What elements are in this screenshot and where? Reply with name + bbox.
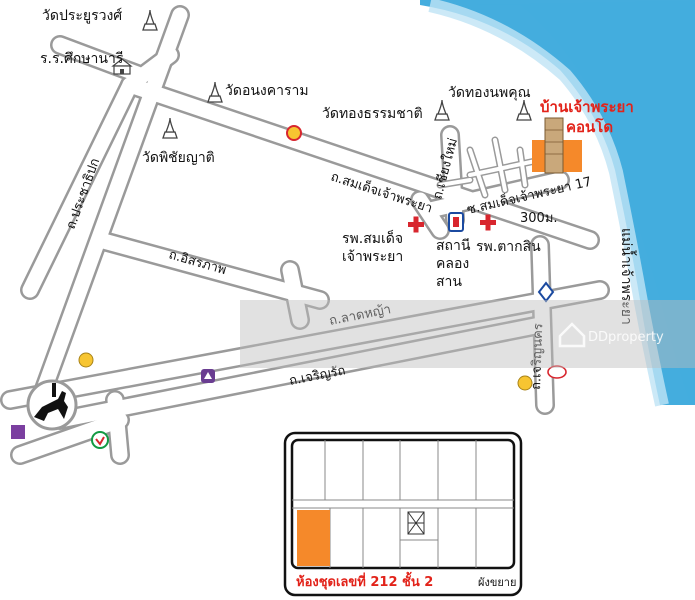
hospital-icon [408, 216, 424, 233]
station-line1: สถานี [436, 238, 471, 254]
hosp-somdet-line1: รพ.สมเด็จ [342, 229, 403, 247]
label-wat-thongnopphakhun: วัดทองนพคุณ [448, 85, 531, 101]
station-line2: คลอง [436, 256, 469, 272]
label-wat-thongthammachat: วัดทองธรรมชาติ [322, 106, 423, 122]
label-school-suksanari: ร.ร.ศึกษานารี [40, 51, 124, 67]
bank-icon [78, 352, 94, 368]
stair-icon [407, 511, 425, 535]
bank-icon [201, 369, 215, 383]
watermark-house-icon [558, 322, 586, 348]
temple-icons [142, 9, 532, 139]
highlighted-unit [297, 510, 330, 566]
watermark-text: DDproperty [588, 330, 664, 345]
gas-station-icon [547, 365, 567, 379]
label-wat-prayurawong: วัดประยูรวงศ์ [42, 7, 122, 24]
floorplan-caption: ห้องชุดเลขที่ 212 ชั้น 2 [296, 571, 433, 590]
label-wat-phichaiyat: วัดพิชัยญาติ [142, 150, 215, 166]
watermark-logo: DDproperty [558, 322, 664, 348]
road-network [0, 5, 610, 465]
floorplan-panel: ห้องชุดเลขที่ 212 ชั้น 2 ผังขยาย [283, 431, 523, 597]
label-river: แม่น้ำเจ้าพระยา [618, 228, 637, 325]
project-name-line2: คอนโด [566, 117, 613, 136]
project-name-line1: บ้านเจ้าพระยา [540, 98, 634, 116]
floorplan-note: ผังขยาย [478, 576, 516, 589]
temple-icon [142, 9, 158, 31]
school-icon [111, 58, 133, 75]
gas-station-icon [286, 125, 302, 141]
train-station-icon [448, 212, 464, 232]
hosp-somdet-line2: เจ้าพระยา [342, 249, 403, 265]
temple-icon [207, 81, 223, 103]
station-line3: สาน [436, 274, 462, 290]
label-wat-anongkharam: วัดอนงคาราม [225, 83, 309, 99]
bank-icon [537, 281, 555, 303]
temple-icon [162, 117, 178, 139]
bank-icon [517, 375, 533, 391]
temple-icon [434, 99, 450, 121]
road-charoen-nakhon: ถ.เจริญนคร [529, 323, 546, 390]
watermark-band [240, 300, 695, 368]
label-station-khlongsan: สถานี คลอง สาน [436, 238, 475, 290]
label-hosp-taksin: รพ.ตากสิน [476, 239, 541, 255]
bank-icon [11, 425, 25, 439]
hospital-icon [480, 214, 496, 231]
river-water [420, 0, 695, 405]
monument-icon [26, 379, 78, 431]
bank-icon [91, 431, 109, 449]
temple-icon [516, 99, 532, 121]
label-hosp-somdet: รพ.สมเด็จ เจ้าพระยา [342, 229, 408, 265]
river-bank-highlight [428, 0, 669, 407]
project-building-icon [532, 117, 582, 174]
label-distance: 300ม. [520, 211, 558, 226]
